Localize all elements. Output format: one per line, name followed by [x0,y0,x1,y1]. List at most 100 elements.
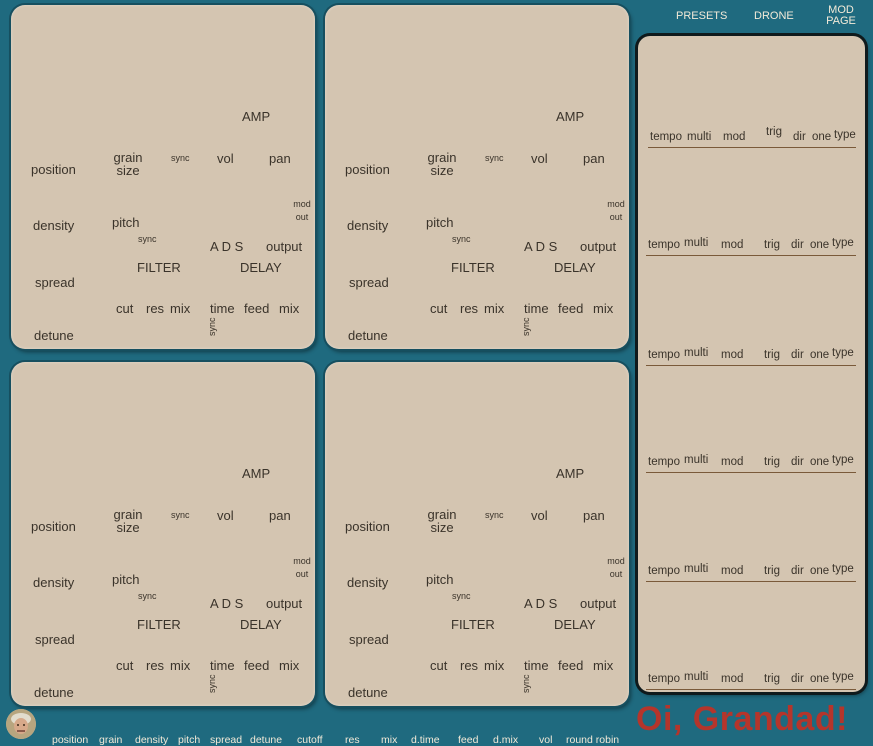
resonance-knob-label[interactable]: res [460,301,479,316]
mod-dir-control[interactable]: dir [791,565,804,577]
mod-dir-control[interactable]: dir [793,131,806,143]
mod-tempo-control[interactable]: tempo [648,349,680,361]
output-knob-label[interactable]: output [266,239,303,254]
mod-tempo-control[interactable]: tempo [648,239,680,251]
mod-one-control[interactable]: one [810,565,830,577]
bottom-param-10[interactable]: feed [458,734,479,746]
grain-sync-toggle[interactable]: sync [171,510,190,520]
detune-knob-label[interactable]: detune [34,328,74,343]
mod-multi-control[interactable]: multi [684,671,709,683]
filter-mix-knob-label[interactable]: mix [170,301,191,316]
pan-knob-label[interactable]: pan [583,508,605,523]
mod-type-control[interactable]: type [832,237,854,249]
resonance-knob-label[interactable]: res [460,658,479,673]
mod-mod-control[interactable]: mod [721,673,744,685]
vol-knob-label[interactable]: vol [217,151,234,166]
mod-one-control[interactable]: one [812,131,832,143]
density-knob-label[interactable]: density [33,218,75,233]
mod-multi-control[interactable]: multi [684,454,709,466]
detune-knob-label[interactable]: detune [34,685,74,700]
detune-knob-label[interactable]: detune [348,685,388,700]
filter-mix-knob-label[interactable]: mix [484,301,505,316]
delay-time-knob-label[interactable]: time [524,301,549,316]
mod-type-control[interactable]: type [832,563,854,575]
mod-one-control[interactable]: one [810,239,830,251]
position-knob-label[interactable]: position [31,519,76,534]
vol-knob-label[interactable]: vol [217,508,234,523]
bottom-param-12[interactable]: vol [539,734,553,746]
mod-one-control[interactable]: one [810,456,830,468]
pitch-sync-toggle[interactable]: sync [452,591,471,601]
grain-sync-toggle[interactable]: sync [485,510,504,520]
mod-trig-control[interactable]: trig [764,456,780,468]
spread-knob-label[interactable]: spread [35,275,75,290]
spread-knob-label[interactable]: spread [35,632,75,647]
mod-mod-control[interactable]: mod [721,565,744,577]
spread-knob-label[interactable]: spread [349,632,389,647]
bottom-param-2[interactable]: density [135,734,169,746]
delay-time-knob-label[interactable]: time [524,658,549,673]
position-knob-label[interactable]: position [345,162,390,177]
delay-feed-knob-label[interactable]: feed [244,658,270,673]
position-knob-label[interactable]: position [31,162,76,177]
pan-knob-label[interactable]: pan [583,151,605,166]
density-knob-label[interactable]: density [347,218,389,233]
delay-mix-knob-label[interactable]: mix [279,658,300,673]
mod-multi-control[interactable]: multi [684,237,709,249]
bottom-param-6[interactable]: cutoff [297,734,323,746]
pitch-sync-toggle[interactable]: sync [138,591,157,601]
bottom-param-9[interactable]: d.time [411,734,440,746]
pitch-sync-toggle[interactable]: sync [452,234,471,244]
grain-size-knob-label[interactable]: grain size [427,507,457,535]
bottom-param-4[interactable]: spread [210,734,243,746]
delay-sync-toggle[interactable]: sync [521,674,531,693]
pitch-knob-label[interactable]: pitch [112,215,140,230]
delay-mix-knob-label[interactable]: mix [593,301,614,316]
density-knob-label[interactable]: density [347,575,389,590]
cutoff-knob-label[interactable]: cut [116,658,134,673]
grain-size-knob-label[interactable]: grain size [113,507,143,535]
grain-sync-toggle[interactable]: sync [485,153,504,163]
bottom-param-11[interactable]: d.mix [493,734,519,746]
delay-time-knob-label[interactable]: time [210,301,235,316]
pan-knob-label[interactable]: pan [269,508,291,523]
bottom-param-8[interactable]: mix [381,734,398,746]
mod-multi-control[interactable]: multi [684,563,709,575]
mod-tempo-control[interactable]: tempo [648,673,680,685]
resonance-knob-label[interactable]: res [146,301,165,316]
filter-mix-knob-label[interactable]: mix [170,658,191,673]
delay-mix-knob-label[interactable]: mix [593,658,614,673]
mod-dir-control[interactable]: dir [791,456,804,468]
cutoff-knob-label[interactable]: cut [116,301,134,316]
mod-page-button[interactable]: MOD PAGE [826,4,856,27]
output-knob-label[interactable]: output [266,596,303,611]
resonance-knob-label[interactable]: res [146,658,165,673]
mod-mod-control[interactable]: mod [721,456,744,468]
density-knob-label[interactable]: density [33,575,75,590]
delay-sync-toggle[interactable]: sync [207,674,217,693]
mod-trig-control[interactable]: trig [764,349,780,361]
mod-type-control[interactable]: type [832,347,854,359]
mod-tempo-control[interactable]: tempo [648,456,680,468]
position-knob-label[interactable]: position [345,519,390,534]
delay-feed-knob-label[interactable]: feed [558,658,584,673]
mod-tempo-control[interactable]: tempo [648,565,680,577]
delay-mix-knob-label[interactable]: mix [279,301,300,316]
output-knob-label[interactable]: output [580,239,617,254]
mod-dir-control[interactable]: dir [791,349,804,361]
delay-time-knob-label[interactable]: time [210,658,235,673]
grain-size-knob-label[interactable]: grain size [427,150,457,178]
bottom-param-0[interactable]: position [52,734,89,746]
delay-sync-toggle[interactable]: sync [521,317,531,336]
mod-dir-control[interactable]: dir [791,673,804,685]
bottom-param-1[interactable]: grain [99,734,123,746]
detune-knob-label[interactable]: detune [348,328,388,343]
mod-trig-control[interactable]: trig [766,126,782,138]
mod-trig-control[interactable]: trig [764,239,780,251]
mod-tempo-control[interactable]: tempo [650,131,682,143]
mod-mod-control[interactable]: mod [721,239,744,251]
mod-multi-control[interactable]: multi [687,131,712,143]
grain-sync-toggle[interactable]: sync [171,153,190,163]
pitch-knob-label[interactable]: pitch [426,215,454,230]
output-knob-label[interactable]: output [580,596,617,611]
